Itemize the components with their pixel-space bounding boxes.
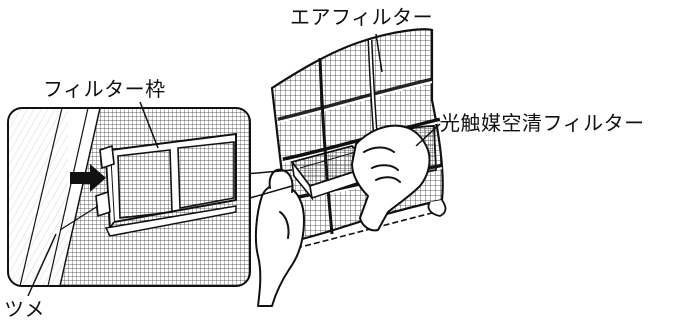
- zoom-inset: [7, 107, 251, 287]
- photocatalyst-filter-label: 光触媒空清フィルター: [440, 111, 645, 135]
- air-filter-leader: [375, 33, 383, 73]
- filter-frame-label: フィルター枠: [43, 77, 166, 101]
- air-filter-label: エアフィルター: [290, 5, 434, 29]
- push-arrow-icon: [70, 164, 106, 192]
- tab-label: ツメ: [4, 297, 45, 321]
- tab-leader: [27, 233, 57, 297]
- frame-leader: [139, 101, 159, 149]
- photocatalyst-leader: [415, 123, 441, 147]
- photocatalyst-filter-held: [290, 144, 374, 201]
- hands: [254, 124, 431, 307]
- tab-leader-end: [59, 205, 99, 231]
